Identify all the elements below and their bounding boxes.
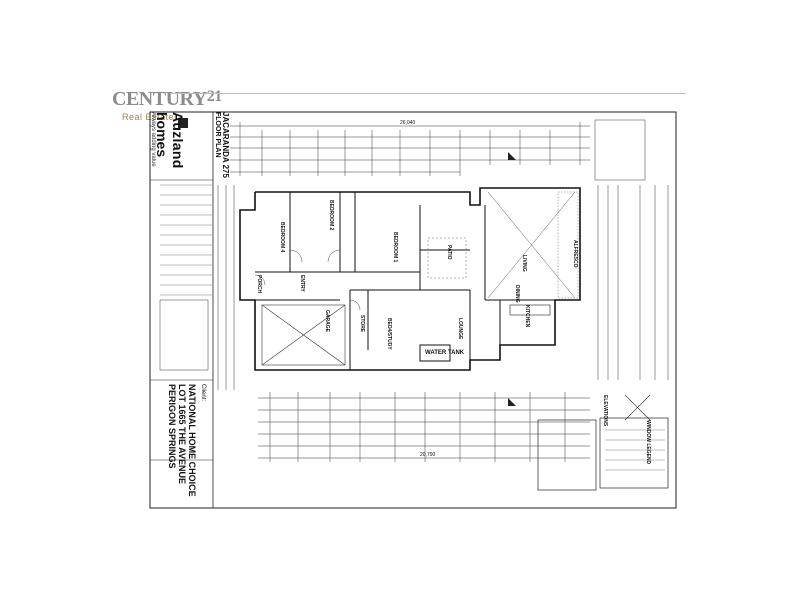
north-compass-icon <box>624 394 651 421</box>
schedule-lines <box>160 184 212 296</box>
legend-lines <box>605 429 665 471</box>
company-name-line1: Auzland <box>170 112 186 169</box>
room-garage: GARAGE <box>324 310 330 332</box>
room-bedroom-4: BEDROOM 4 <box>279 222 285 253</box>
plan-title: JACARANDA 275 <box>221 112 230 178</box>
room-porch: PORCH <box>256 275 262 294</box>
notes-box <box>537 419 597 491</box>
room-lounge: LOUNGE <box>457 318 463 340</box>
sheet-border <box>149 111 677 509</box>
top-right-notes <box>594 119 646 181</box>
window-legend-box <box>599 417 669 489</box>
client-suburb: PERIGON SPRINGS <box>167 384 177 469</box>
left-dimension-lines <box>217 185 235 390</box>
internal-walls <box>255 192 555 370</box>
room-entry: ENTRY <box>299 275 305 292</box>
overall-width-dimension: 26,040 <box>400 120 416 126</box>
section-marker-top <box>508 152 516 160</box>
room-living: LIVING <box>521 255 527 272</box>
plan-subtitle: FLOOR PLAN <box>214 112 221 158</box>
bottom-dimension-ticks <box>269 392 566 462</box>
top-dimension-lines <box>230 125 590 173</box>
room-alfresco: ALFRESCO <box>572 240 578 268</box>
header-rule <box>170 93 686 94</box>
company-tagline: Always adding value <box>150 112 156 167</box>
area-schedule-box <box>159 299 209 371</box>
window-legend-title: WINDOW LEGEND <box>645 420 651 465</box>
water-tank-label: WATER TANK <box>425 350 465 356</box>
client-label: Client: <box>200 384 206 402</box>
room-dining: DINING <box>514 285 520 303</box>
top-dimension-ticks <box>239 122 581 176</box>
garage-roof-lines <box>261 304 346 366</box>
bottom-dimension-lines <box>258 397 590 459</box>
client-name: NATIONAL HOME CHOICE <box>187 384 197 497</box>
room-patio: PATIO <box>446 245 452 260</box>
room-kitchen: KITCHEN <box>524 305 530 328</box>
auzland-logo-mark <box>178 118 188 128</box>
section-marker-bottom <box>508 398 516 406</box>
vaulted-ceiling-lines <box>487 191 576 299</box>
water-tank-box <box>419 344 451 362</box>
company-name-line2: homes <box>154 112 170 158</box>
kitchen-bench <box>509 304 551 316</box>
right-dimension-lines <box>597 185 669 380</box>
overall-bottom-dimension: 20,790 <box>420 452 436 458</box>
door-swings <box>254 249 361 311</box>
real-estate-label: Real Estate <box>122 112 175 122</box>
elevations-label: ELEVATIONS <box>602 395 608 427</box>
client-lot: LOT 1665 THE AVENUE <box>177 384 187 485</box>
room-bedroom-1: BEDROOM 1 <box>392 232 398 263</box>
alfresco-hatch <box>557 191 579 299</box>
patio-hatch <box>427 237 467 279</box>
room-bedroom-2: BEDROOM 2 <box>328 200 334 231</box>
room-study: BED4/STUDY <box>386 318 392 350</box>
house-walls <box>239 187 581 371</box>
room-store: STORE <box>359 315 365 333</box>
